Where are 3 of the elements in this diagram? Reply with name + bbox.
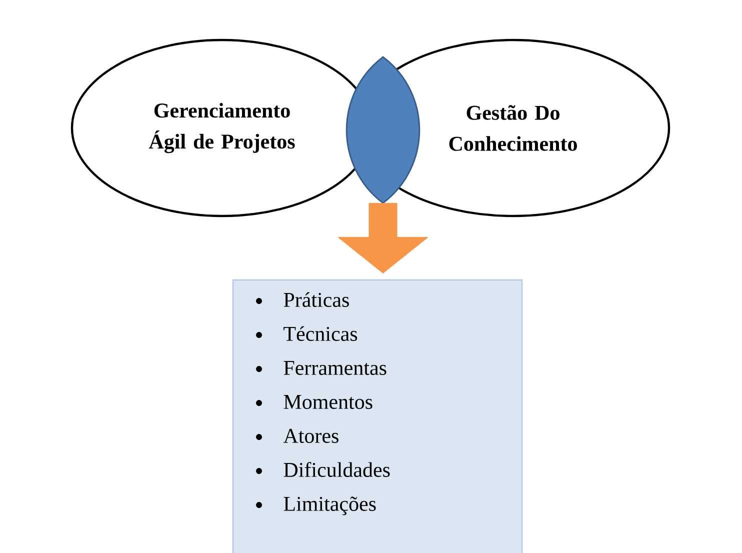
- block-arrow: [338, 202, 428, 274]
- overlap-lens: [346, 56, 420, 204]
- list-box: Práticas Técnicas Ferramentas Momentos Atores Dificuldades Limitações: [232, 279, 523, 553]
